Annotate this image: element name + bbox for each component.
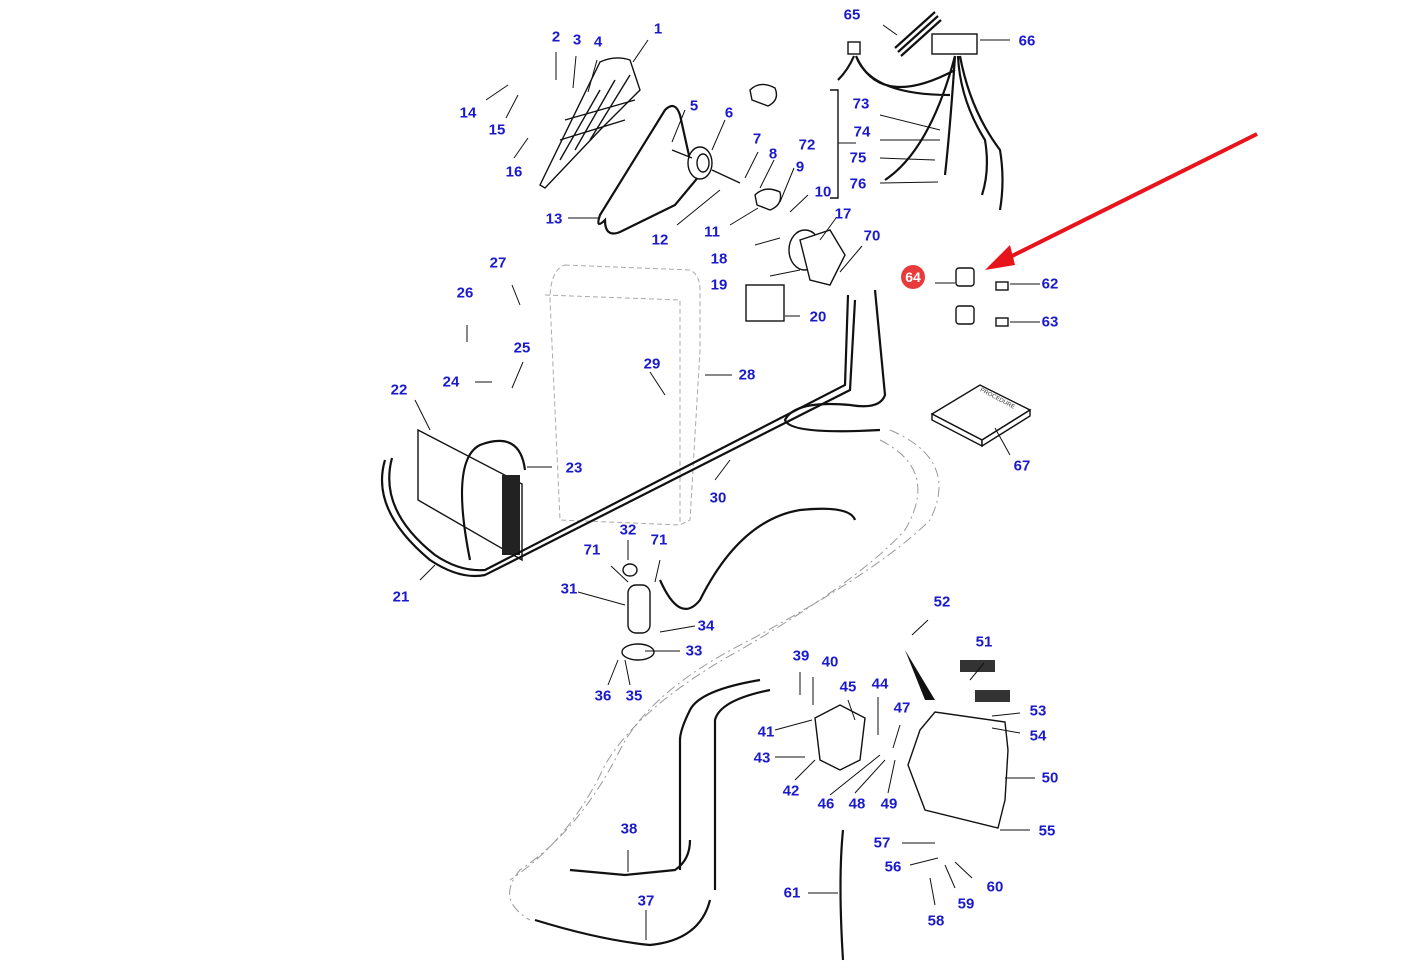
- callout-47: 47: [893, 699, 911, 717]
- red-arrow: [985, 132, 1258, 270]
- callout-2: 2: [551, 28, 561, 46]
- callout-19: 19: [710, 276, 728, 294]
- callout-46: 46: [817, 795, 835, 813]
- callout-31: 31: [560, 580, 578, 598]
- callout-29: 29: [643, 355, 661, 373]
- callout-64-highlighted[interactable]: 64: [901, 265, 925, 289]
- callout-28: 28: [738, 366, 756, 384]
- part-bracket-lower: [754, 188, 782, 211]
- callout-35: 35: [625, 687, 643, 705]
- callout-33: 33: [685, 642, 703, 660]
- callout-38: 38: [620, 820, 638, 838]
- part-bracket: [749, 83, 778, 107]
- callout-59: 59: [957, 895, 975, 913]
- callout-22: 22: [390, 381, 408, 399]
- callout-9: 9: [795, 158, 805, 176]
- part-condenser: [417, 428, 523, 562]
- callout-10: 10: [814, 183, 832, 201]
- callout-17: 17: [834, 205, 852, 223]
- callout-66: 66: [1018, 32, 1036, 50]
- callout-40: 40: [821, 653, 839, 671]
- callout-72: 72: [798, 136, 816, 154]
- callout-1: 1: [653, 20, 663, 38]
- callout-71-left: 71: [583, 541, 601, 559]
- callout-16: 16: [505, 163, 523, 181]
- callout-48: 48: [848, 795, 866, 813]
- callout-8: 8: [768, 145, 778, 163]
- callout-53: 53: [1029, 702, 1047, 720]
- part-valve-cover: [814, 704, 866, 771]
- part-pulley: [671, 146, 741, 184]
- callout-42: 42: [782, 782, 800, 800]
- callout-65: 65: [843, 6, 861, 24]
- callout-71-right: 71: [650, 531, 668, 549]
- part-compressor: [745, 229, 846, 322]
- callout-5: 5: [689, 97, 699, 115]
- callout-58: 58: [927, 912, 945, 930]
- callout-26: 26: [456, 284, 474, 302]
- callout-73: 73: [852, 95, 870, 113]
- callout-41: 41: [757, 723, 775, 741]
- callout-49: 49: [880, 795, 898, 813]
- part-radiator-outline: [549, 264, 701, 526]
- part-procedure-booklet: [930, 384, 1032, 448]
- callout-7: 7: [752, 130, 762, 148]
- callout-51: 51: [975, 633, 993, 651]
- callout-50: 50: [1041, 769, 1059, 787]
- part-receiver-drier: [621, 563, 655, 661]
- callout-30: 30: [709, 489, 727, 507]
- callout-56: 56: [884, 858, 902, 876]
- callout-75: 75: [849, 149, 867, 167]
- callout-67: 67: [1013, 457, 1031, 475]
- callout-44: 44: [871, 675, 889, 693]
- part-evaporator-housing: [905, 650, 1010, 829]
- callout-43: 43: [753, 749, 771, 767]
- callout-45: 45: [839, 678, 857, 696]
- part-hoses: [380, 289, 887, 961]
- callout-23: 23: [565, 459, 583, 477]
- callout-18: 18: [710, 250, 728, 268]
- callout-27: 27: [489, 254, 507, 272]
- callout-61: 61: [783, 884, 801, 902]
- callout-55: 55: [1038, 822, 1056, 840]
- callout-36: 36: [594, 687, 612, 705]
- callout-14: 14: [459, 104, 477, 122]
- callout-11: 11: [704, 223, 720, 241]
- callout-57: 57: [873, 834, 891, 852]
- callout-34: 34: [697, 617, 715, 635]
- callout-62: 62: [1041, 275, 1059, 293]
- leader-lines: [414, 24, 1040, 940]
- callout-74: 74: [853, 123, 871, 141]
- part-fan-shroud: [539, 57, 641, 189]
- callout-32: 32: [619, 521, 637, 539]
- part-belt: [597, 104, 702, 235]
- part-relays: [955, 267, 1009, 327]
- callout-21: 21: [392, 588, 410, 606]
- callout-13: 13: [545, 210, 563, 228]
- part-wiring-harness: [830, 11, 1004, 211]
- callout-63: 63: [1041, 313, 1059, 331]
- callout-4: 4: [593, 33, 603, 51]
- callout-52: 52: [933, 593, 951, 611]
- callout-12: 12: [651, 231, 669, 249]
- callout-3: 3: [572, 31, 582, 49]
- callout-76: 76: [849, 175, 867, 193]
- callout-37: 37: [637, 892, 655, 910]
- callout-39: 39: [792, 647, 810, 665]
- callout-70: 70: [863, 227, 881, 245]
- callout-25: 25: [513, 339, 531, 357]
- callout-15: 15: [488, 121, 506, 139]
- callout-54: 54: [1029, 727, 1047, 745]
- callout-6: 6: [724, 104, 734, 122]
- callout-20: 20: [809, 308, 827, 326]
- callout-60: 60: [986, 878, 1004, 896]
- callout-24: 24: [442, 373, 460, 391]
- hose-routing-path: [509, 429, 940, 921]
